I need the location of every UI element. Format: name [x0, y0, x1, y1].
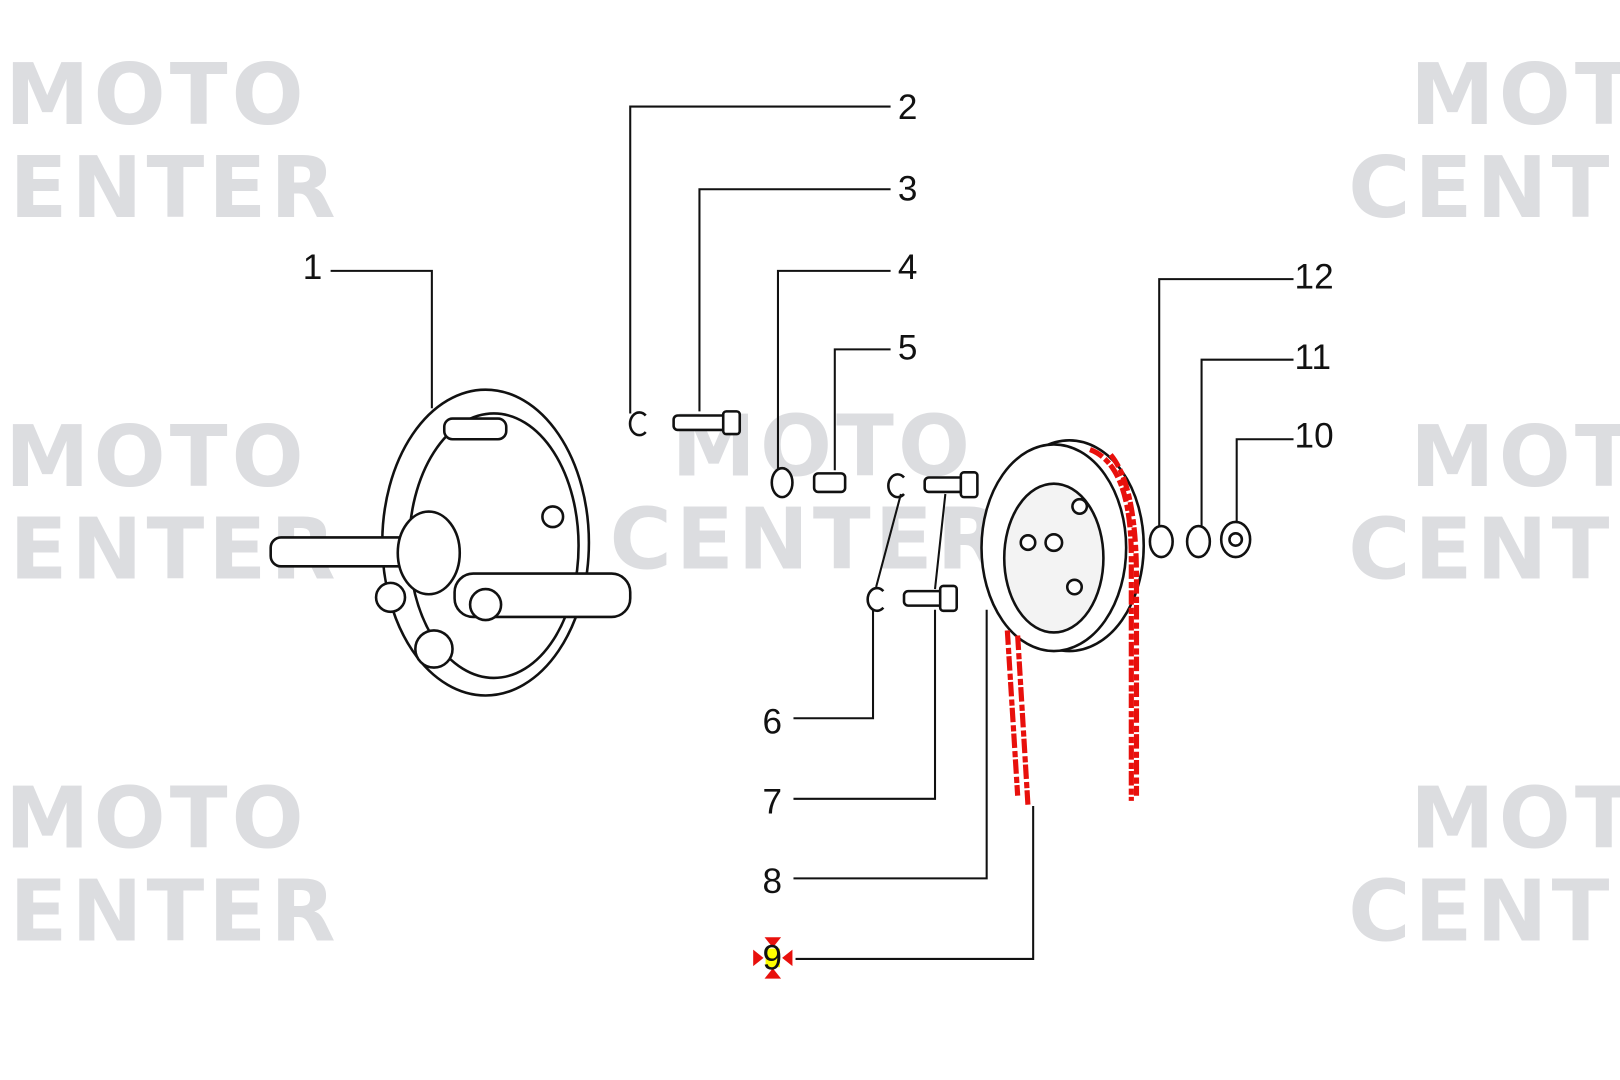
part-7-bolt[interactable]: [902, 471, 979, 613]
label-3[interactable]: 3: [898, 170, 918, 209]
watermark-text: CENTER: [1348, 500, 1620, 599]
label-9[interactable]: 9: [762, 938, 782, 977]
watermark-text: MOTO: [5, 45, 308, 144]
watermark-text: CENTER: [0, 861, 340, 960]
part-6-circlip[interactable]: [866, 473, 905, 613]
watermark-text: CENTER: [610, 489, 1007, 588]
part-4-washer[interactable]: [770, 466, 794, 499]
watermark-text: MOTO: [1410, 45, 1620, 144]
watermark-text: CENTER: [0, 138, 340, 237]
part-10-nut[interactable]: [1219, 520, 1252, 559]
part-8-pulley[interactable]: [980, 439, 1146, 653]
part-1-hub[interactable]: [269, 388, 632, 697]
watermark-text: MOTO: [5, 407, 308, 506]
part-9-belt[interactable]: [1004, 447, 1140, 807]
label-12[interactable]: 12: [1295, 257, 1334, 296]
label-7[interactable]: 7: [762, 782, 782, 821]
watermark-text: CENTER: [1348, 861, 1620, 960]
watermark-text: MOTO: [1410, 768, 1620, 867]
label-6[interactable]: 6: [762, 703, 782, 742]
watermark-layer: MOTOCENTERMOTOCENTERMOTOCENTERMOTOCENTER…: [0, 45, 1620, 960]
label-8[interactable]: 8: [762, 862, 782, 901]
label-10[interactable]: 10: [1295, 417, 1334, 456]
part-12-washer[interactable]: [1148, 524, 1174, 559]
label-1[interactable]: 1: [303, 248, 323, 287]
leader-lines: [330, 105, 1294, 960]
watermark-text: MOTO: [1410, 407, 1620, 506]
label-4[interactable]: 4: [898, 248, 918, 287]
part-3-bolt[interactable]: [672, 410, 742, 436]
part-labels: 1 2 3 4 5 6 7 8 9 10 11 12: [303, 88, 1334, 977]
watermark-text: MOTO: [5, 768, 308, 867]
part-5-nut[interactable]: [812, 472, 847, 494]
part-2-circlip[interactable]: [628, 411, 647, 437]
label-11[interactable]: 11: [1295, 338, 1331, 377]
label-5[interactable]: 5: [898, 329, 918, 368]
watermark-text: CENTER: [1348, 138, 1620, 237]
selected-marker: [753, 937, 793, 979]
part-11-lockwasher[interactable]: [1185, 524, 1212, 559]
label-2[interactable]: 2: [898, 88, 918, 127]
